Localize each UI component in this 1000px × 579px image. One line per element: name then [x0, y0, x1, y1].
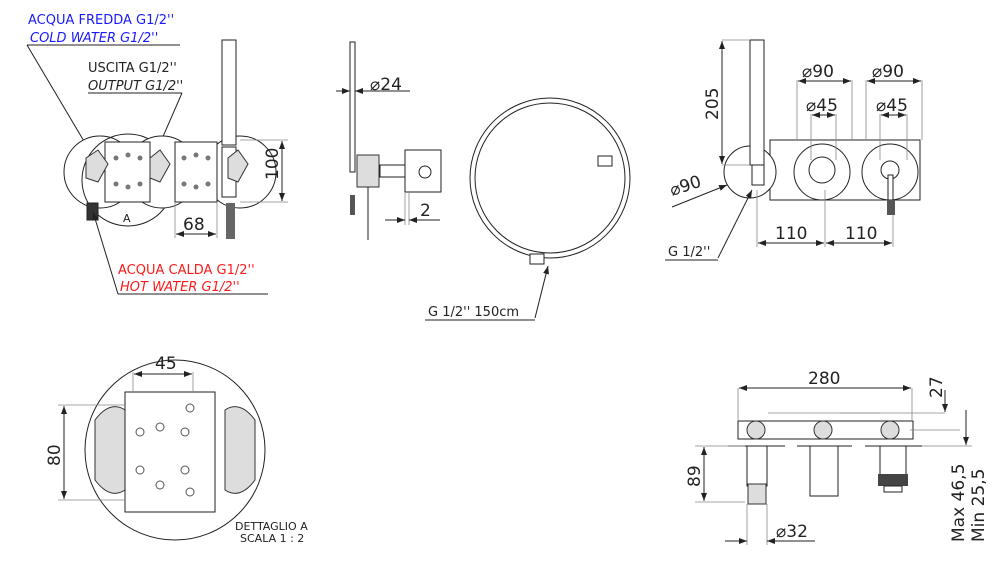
dim-27: 27 — [927, 376, 947, 398]
dim-205: 205 — [703, 88, 723, 120]
dim-d90-b: ⌀90 — [872, 62, 904, 82]
hot-water-label-en: HOT WATER G1/2'' — [120, 280, 240, 295]
output-label-it: USCITA G1/2'' — [88, 61, 177, 76]
detail-title: DETTAGLIO A — [235, 520, 308, 533]
detail-a-view: 45 80 DETTAGLIO A SCALA 1 : 2 — [45, 354, 308, 545]
output-label-en: OUTPUT G1/2'' — [88, 79, 183, 94]
dim-d32: ⌀32 — [776, 522, 808, 542]
dim-89: 89 — [685, 465, 705, 487]
hose-view: G 1/2'' 150cm — [425, 97, 631, 321]
max-depth: Max 46,5 — [949, 464, 969, 542]
dim-gap-2: 2 — [420, 201, 431, 221]
dim-diameter-24: ⌀24 — [370, 75, 402, 95]
detail-marker-a: A — [123, 212, 131, 225]
front-view: ACQUA FREDDA G1/2'' COLD WATER G1/2'' US… — [26, 13, 288, 295]
hot-water-label-it: ACQUA CALDA G1/2'' — [118, 263, 255, 278]
min-depth: Min 25,5 — [969, 469, 989, 542]
front-elevation-view: 205 ⌀90 ⌀90 ⌀45 ⌀45 ⌀90 110 110 G 1/2'' — [665, 39, 923, 261]
dim-110-a: 110 — [775, 224, 807, 244]
dim-detail-80: 80 — [45, 444, 65, 466]
dim-110-b: 110 — [845, 224, 877, 244]
thread-label: G 1/2'' — [668, 245, 710, 260]
dim-height-100: 100 — [263, 148, 283, 180]
plan-view: 280 27 Max 46,5 Min 25,5 89 ⌀32 — [685, 369, 989, 545]
dim-width-68: 68 — [183, 215, 205, 235]
dim-d45-a: ⌀45 — [806, 96, 838, 116]
detail-scale: SCALA 1 : 2 — [240, 532, 304, 545]
hose-label: G 1/2'' 150cm — [428, 305, 519, 320]
dim-280: 280 — [808, 369, 840, 389]
dim-detail-45: 45 — [155, 354, 177, 374]
dim-d90-a: ⌀90 — [802, 62, 834, 82]
dim-d90-left: ⌀90 — [667, 172, 704, 201]
cold-water-label-en: COLD WATER G1/2'' — [30, 31, 158, 46]
dim-d45-b: ⌀45 — [876, 96, 908, 116]
cold-water-label-it: ACQUA FREDDA G1/2'' — [28, 13, 174, 28]
side-view: ⌀24 2 — [336, 41, 442, 240]
